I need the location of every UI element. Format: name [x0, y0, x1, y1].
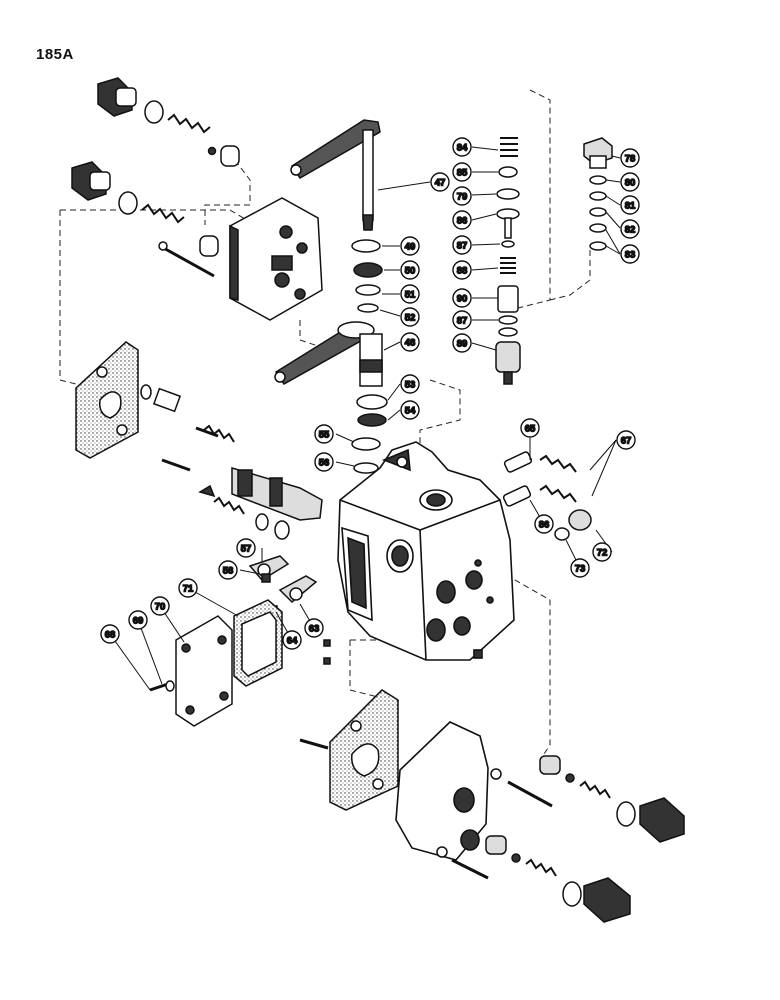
callout-83: 83 — [620, 244, 640, 264]
callout-51: 51 — [400, 284, 420, 304]
svg-text:86: 86 — [457, 216, 468, 227]
callout-84: 84 — [452, 137, 472, 157]
lower-relief-valve-assembly — [71, 161, 219, 278]
svg-text:70: 70 — [155, 602, 166, 613]
svg-text:57: 57 — [241, 544, 252, 555]
callout-87-lower: 87 — [452, 310, 472, 330]
callout-65: 65 — [520, 418, 540, 438]
svg-text:73: 73 — [575, 564, 586, 575]
callout-86-upper: 86 — [452, 210, 472, 230]
svg-text:89: 89 — [457, 339, 468, 350]
callout-86-lower: 86 — [534, 514, 554, 534]
check-valve-stack — [495, 137, 521, 385]
callout-79: 79 — [452, 186, 472, 206]
detent-plungers-and-springs — [502, 451, 592, 541]
svg-text:87: 87 — [457, 241, 468, 252]
callout-71: 71 — [178, 578, 198, 598]
callout-69: 69 — [128, 610, 148, 630]
svg-text:82: 82 — [625, 225, 636, 236]
callout-48: 48 — [400, 332, 420, 352]
plug-and-oring-stack — [583, 137, 613, 251]
callout-72: 72 — [592, 542, 612, 562]
svg-text:85: 85 — [457, 168, 468, 179]
svg-text:67: 67 — [621, 436, 632, 447]
callout-78: 78 — [620, 148, 640, 168]
svg-text:71: 71 — [183, 584, 194, 595]
callout-67: 67 — [616, 430, 636, 450]
control-lever-shaft-upper — [290, 119, 381, 231]
main-valve-spool — [140, 384, 323, 540]
callout-markers: 47 48 49 50 51 52 53 54 55 56 57 58 63 6… — [100, 137, 640, 650]
callout-leader-lines — [109, 146, 621, 691]
callout-89: 89 — [452, 333, 472, 353]
svg-text:50: 50 — [405, 266, 416, 277]
svg-text:47: 47 — [435, 178, 446, 189]
callout-81: 81 — [620, 195, 640, 215]
callout-68: 68 — [100, 624, 120, 644]
callout-90: 90 — [452, 288, 472, 308]
valve-end-cover — [229, 197, 323, 321]
svg-text:81: 81 — [625, 201, 636, 212]
side-cover-and-gasket — [149, 599, 283, 727]
callout-57: 57 — [236, 538, 256, 558]
lower-relief-valve-lower — [436, 835, 631, 923]
lower-end-cover — [299, 721, 489, 861]
svg-text:54: 54 — [405, 406, 416, 417]
svg-text:55: 55 — [319, 430, 330, 441]
page-number-label: 185A — [36, 46, 74, 63]
svg-text:49: 49 — [405, 242, 416, 253]
callout-50: 50 — [400, 260, 420, 280]
lower-relief-valve-upper — [490, 755, 685, 843]
svg-text:64: 64 — [287, 636, 298, 647]
svg-text:83: 83 — [625, 250, 636, 261]
callout-85: 85 — [452, 162, 472, 182]
callout-64: 64 — [282, 630, 302, 650]
svg-text:56: 56 — [319, 458, 330, 469]
svg-text:48: 48 — [405, 338, 416, 349]
svg-text:68: 68 — [105, 630, 116, 641]
callout-58: 58 — [218, 560, 238, 580]
svg-text:65: 65 — [525, 424, 536, 435]
svg-text:87: 87 — [457, 316, 468, 327]
callout-63: 63 — [304, 618, 324, 638]
callout-56: 56 — [314, 452, 334, 472]
gasket-upper — [75, 341, 139, 459]
svg-text:84: 84 — [457, 143, 468, 154]
svg-text:78: 78 — [625, 154, 636, 165]
svg-text:79: 79 — [457, 192, 468, 203]
callout-52: 52 — [400, 307, 420, 327]
callout-55: 55 — [314, 424, 334, 444]
callout-88: 88 — [452, 260, 472, 280]
svg-text:90: 90 — [457, 294, 468, 305]
callout-47: 47 — [430, 172, 450, 192]
callout-80: 80 — [620, 172, 640, 192]
callout-73: 73 — [570, 558, 590, 578]
svg-text:58: 58 — [223, 566, 234, 577]
svg-text:86: 86 — [539, 520, 550, 531]
svg-text:80: 80 — [625, 178, 636, 189]
callout-53: 53 — [400, 374, 420, 394]
svg-text:88: 88 — [457, 266, 468, 277]
control-lever-shaft-lower — [274, 321, 383, 387]
svg-text:53: 53 — [405, 380, 416, 391]
svg-text:52: 52 — [405, 313, 416, 324]
gasket-lower — [329, 689, 399, 811]
callout-54: 54 — [400, 400, 420, 420]
svg-text:72: 72 — [597, 548, 608, 559]
callout-87-upper: 87 — [452, 235, 472, 255]
svg-text:51: 51 — [405, 290, 416, 301]
upper-relief-valve-assembly — [97, 77, 240, 167]
svg-text:69: 69 — [133, 616, 144, 627]
shaft-washer-stack — [351, 239, 388, 474]
svg-text:63: 63 — [309, 624, 320, 635]
callout-70: 70 — [150, 596, 170, 616]
valve-body-housing — [337, 441, 515, 661]
callout-49: 49 — [400, 236, 420, 256]
callout-82: 82 — [620, 219, 640, 239]
